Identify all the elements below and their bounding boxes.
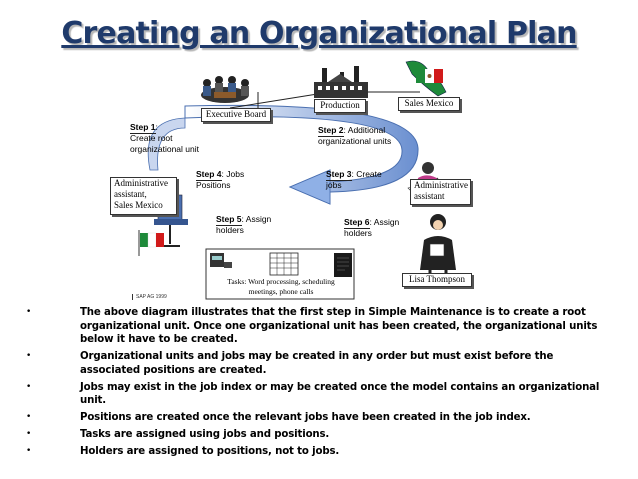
page-title: Creating an Organizational Plan bbox=[61, 16, 577, 51]
step-6: Step 6: Assign holders bbox=[344, 217, 400, 238]
list-item: •The above diagram illustrates that the … bbox=[26, 307, 598, 346]
production-box: Production bbox=[314, 99, 366, 113]
mexico-map-flag-icon bbox=[405, 60, 447, 97]
bullet-list: •The above diagram illustrates that the … bbox=[26, 306, 616, 462]
factory-icon bbox=[314, 66, 368, 98]
admin-assistant-right-box: Administrative assistant bbox=[410, 179, 471, 205]
executive-board-box: Executive Board bbox=[201, 108, 271, 122]
admin-assistant-left-box: Administrative assistant, Sales Mexico bbox=[110, 177, 177, 215]
lisa-thompson-label: Lisa Thompson bbox=[408, 274, 466, 284]
copyright-text: SAP AG 1999 bbox=[132, 294, 167, 300]
executive-board-label: Executive Board bbox=[205, 109, 267, 119]
list-item: •Tasks are assigned using jobs and posit… bbox=[26, 429, 330, 441]
admin-left-line-2: assistant, bbox=[114, 189, 147, 199]
step-2: Step 2: Additional organizational units bbox=[318, 125, 392, 146]
meeting-table-icon bbox=[201, 76, 249, 103]
admin-left-line-3: Sales Mexico bbox=[114, 200, 163, 210]
production-label: Production bbox=[320, 100, 360, 110]
lisa-thompson-icon bbox=[420, 214, 456, 276]
step-3: Step 3: Create jobs bbox=[326, 169, 382, 190]
sales-mexico-box: Sales Mexico bbox=[398, 97, 460, 111]
step-1: Step 1: Create root organizational unit bbox=[130, 122, 199, 154]
list-item: •Organizational units and jobs may be cr… bbox=[26, 351, 554, 376]
flow-arrow bbox=[147, 104, 419, 205]
lisa-thompson-box: Lisa Thompson bbox=[402, 273, 472, 287]
admin-right-line-1: Administrative bbox=[414, 180, 468, 190]
admin-right-line-2: assistant bbox=[414, 191, 445, 201]
admin-left-line-1: Administrative bbox=[114, 178, 168, 188]
list-item: •Positions are created once the relevant… bbox=[26, 412, 531, 424]
tasks-panel bbox=[205, 248, 355, 300]
tasks-label: Tasks: Word processing, scheduling meeti… bbox=[227, 277, 335, 296]
list-item: •Jobs may exist in the job index or may … bbox=[26, 381, 600, 407]
list-item: •Holders are assigned to positions, not … bbox=[26, 446, 340, 458]
sales-mexico-label: Sales Mexico bbox=[404, 98, 454, 108]
step-4: Step 4: Jobs Positions bbox=[196, 169, 245, 190]
step-5: Step 5: Assign holders bbox=[216, 214, 272, 235]
